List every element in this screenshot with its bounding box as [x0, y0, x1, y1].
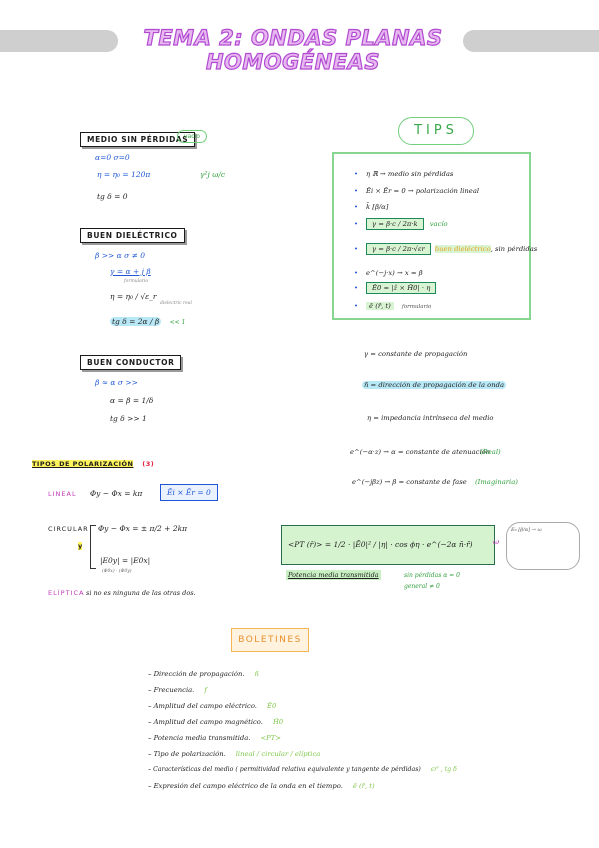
tip-text-7: Ē0 = |ž × H̄0| · η [366, 282, 437, 294]
pol-circular-eq2: |E0y| = |E0x| [100, 556, 151, 565]
pol-lineal-eq2: Ēi × Ēr = 0 [160, 484, 218, 501]
bol-label-7: Características del medio ( permitividad… [153, 766, 421, 773]
bd-line-3: η = η₀ / √ε_r [110, 292, 157, 301]
tip-text-4: γ = β·c / 2π·k [366, 218, 424, 230]
def-n: ñ = dirección de propagación de la onda [362, 381, 507, 389]
bol-item-3: – Amplitud del campo eléctrico.Ē0 [148, 702, 277, 710]
bol-value-6: lineal / circular / elíptica [235, 750, 321, 758]
tip-item-3: •k̄ [β/α] [354, 203, 389, 211]
tip-item-6: •e^(−j·x) → x = β [354, 269, 423, 277]
tip-text-6: e^(−j·x) → x = β [366, 269, 423, 277]
bol-item-2: – Frecuencia.f [148, 686, 207, 694]
vacio-pill: vacío [177, 130, 207, 143]
pol-lineal-eq: Φy − Φx = kπ [90, 489, 143, 498]
pol-circular-note: (Φ0x) · (Φ0y) [102, 569, 132, 574]
pol-eliptica-label: ELÍPTICA [48, 589, 85, 597]
bd-line-4: tg δ = 2α / β << 1 [110, 317, 185, 326]
bd-gamma: γ = α + j β [110, 267, 151, 276]
pol-circular-y: y [78, 542, 83, 550]
tip-note-4: vacío [429, 220, 448, 228]
page-title: TEMA 2: ONDAS PLANAS HOMOGÉNEAS [143, 25, 443, 74]
bol-item-6: – Tipo de polarización.lineal / circular… [148, 750, 321, 758]
bol-value-7: εr' , tg δ [430, 766, 457, 773]
power-side-box: E₀ [β/α] → ω [506, 522, 580, 570]
bol-label-2: Frecuencia. [153, 686, 195, 694]
bd-tgd: tg δ = 2α / β [110, 317, 162, 326]
tip-text-2: Ēi × Ēr = 0 → polarización lineal [366, 187, 480, 195]
bd-line-2: γ = α + j β [110, 267, 151, 276]
bol-value-1: ñ [254, 670, 259, 678]
power-note-2: general ≠ 0 [404, 583, 440, 590]
section-buen-conductor: BUEN CONDUCTOR [80, 355, 182, 370]
def-beta: e^(−jβz) → β = constante de fase [352, 478, 467, 486]
tip-text-5: γ = β·c / 2π·√εr [366, 243, 431, 255]
bol-item-7: – Características del medio ( permitivid… [148, 766, 457, 773]
bol-item-4: – Amplitud del campo magnético.H̄0 [148, 718, 284, 726]
def-n-text: ñ = dirección de propagación de la onda [362, 381, 507, 389]
tip-text-1: η ℝ → medio sin pérdidas [366, 170, 454, 178]
pol-lineal-label: LINEAL [48, 490, 77, 498]
power-side-omega: ω [493, 537, 500, 546]
tip-note-5: buen dieléctrico [434, 245, 491, 253]
bol-item-1: – Dirección de propagación.ñ [148, 670, 259, 678]
pol-eliptica-text: si no es ninguna de las otras dos. [86, 589, 196, 597]
bol-item-8: – Expresión del campo eléctrico de la on… [148, 782, 375, 790]
bol-label-8: Expresión del campo eléctrico de la onda… [153, 782, 343, 790]
bd-eta-note: dielectric real [160, 301, 192, 306]
bol-label-1: Dirección de propagación. [153, 670, 245, 678]
msp-line-2b: γ²j ω/c [200, 170, 226, 179]
boletines-title: BOLETINES [231, 628, 309, 652]
bol-label-4: Amplitud del campo magnético. [153, 718, 263, 726]
polarization-title: TIPOS DE POLARIZACIÓN (3) [32, 460, 154, 468]
bol-label-5: Potencia media transmitida. [153, 734, 251, 742]
msp-line-2: η = η₀ = 120π [97, 170, 150, 179]
tip-note-8: formulario [401, 304, 432, 310]
def-beta-note: (Imaginaria) [475, 478, 518, 486]
bol-item-5: – Potencia media transmitida.<PT> [148, 734, 281, 742]
bol-value-3: Ē0 [266, 702, 277, 710]
def-eta: η = impedancia intrínseca del medio [367, 414, 494, 422]
bd-tgd-note: << 1 [169, 319, 186, 326]
polarization-title-text: TIPOS DE POLARIZACIÓN [32, 460, 134, 468]
pol-circular-bracket [90, 525, 96, 569]
title-band-left [0, 30, 118, 52]
msp-line-3: tg δ = 0 [97, 192, 128, 201]
section-buen-dielectrico: BUEN DIELÉCTRICO [80, 228, 185, 243]
tip-text-8: ē (r̄, t) [366, 302, 394, 310]
tips-title: TIPS [398, 117, 474, 145]
bol-value-4: H̄0 [272, 718, 284, 726]
bol-value-8: ē (r̄, t) [352, 782, 375, 790]
power-note-1: sin pérdidas α = 0 [404, 572, 460, 579]
tip-item-7: •Ē0 = |ž × H̄0| · η [354, 282, 437, 294]
def-gamma: γ = constante de propagación [364, 350, 468, 358]
polarization-count: (3) [142, 460, 155, 468]
tip-item-2: •Ēi × Ēr = 0 → polarización lineal [354, 187, 480, 195]
bol-label-6: Tipo de polarización. [153, 750, 226, 758]
def-alpha: e^(−α·z) → α = constante de atenuación [350, 448, 491, 456]
bd-formulario-note: formulario [124, 279, 149, 284]
bc-line-1: β ≈ α σ >> [95, 378, 138, 387]
title-band-right [463, 30, 599, 52]
bc-line-2: α = β = 1/δ [110, 396, 154, 405]
power-formula-box: <PT (r̄)> = 1/2 · |Ē0|² / |η| · cos ϕη ·… [281, 525, 495, 565]
tips-box: •η ℝ → medio sin pérdidas •Ēi × Ēr = 0 →… [332, 152, 537, 320]
tip-text-3: k̄ [β/α] [366, 203, 389, 211]
msp-line-1: α=0 σ=0 [95, 153, 130, 162]
msp-eta: η = η₀ = 120π [97, 170, 151, 179]
bc-line-3: tg δ >> 1 [110, 414, 147, 423]
pol-circular-eq1: Φy − Φx = ± π/2 + 2kπ [98, 524, 188, 533]
def-alpha-note: (Real) [480, 448, 501, 456]
bol-value-5: <PT> [260, 734, 281, 742]
tip-tail-5: , sin pérdidas [490, 245, 538, 253]
tip-item-1: •η ℝ → medio sin pérdidas [354, 170, 454, 178]
bd-line-1: β >> α σ ≠ 0 [95, 251, 146, 260]
bol-value-2: f [204, 686, 207, 694]
bol-label-3: Amplitud del campo eléctrico. [153, 702, 257, 710]
tip-item-8: •ē (r̄, t)formulario [354, 302, 432, 310]
pol-circular-label: CIRCULAR [48, 525, 89, 533]
power-label: Potencia media transmitida [286, 570, 381, 580]
